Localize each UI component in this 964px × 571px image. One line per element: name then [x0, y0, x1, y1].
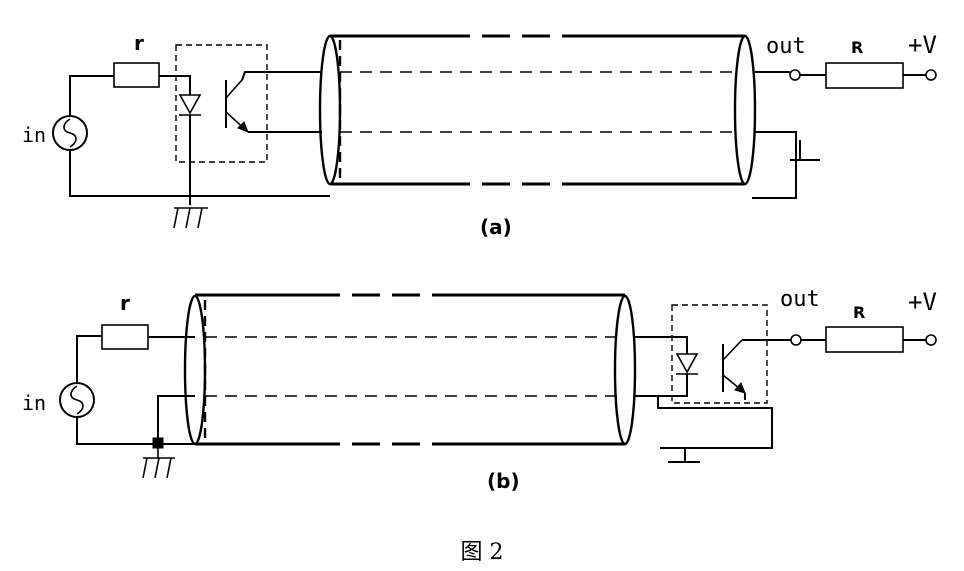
wire-b-led-cable [635, 374, 688, 397]
ac-wave-a [63, 118, 77, 148]
terminal-v-b [925, 334, 937, 346]
led-a [178, 94, 202, 115]
cable-b-left-end [183, 294, 207, 446]
terminal-out-a [789, 69, 801, 81]
diagram-a [52, 34, 937, 229]
optocoupler-box-b [671, 304, 768, 404]
resistor-R-b [825, 326, 904, 353]
phototransistor-emitter-arrow-a [237, 121, 249, 133]
label-out-a: out [766, 34, 806, 59]
wire-b-src-bottom [76, 417, 195, 445]
cable-b-right-end [613, 294, 637, 446]
phototransistor-collector-a [225, 79, 243, 99]
label-r-a: r [134, 31, 144, 55]
wire-a-out-gnd [752, 131, 797, 199]
ground-symbol-a [173, 207, 208, 229]
led-b [675, 353, 699, 374]
caption-b: (b) [487, 469, 520, 493]
terminal-out-b [790, 334, 802, 346]
ground-junction-b [152, 437, 164, 449]
ac-wave-b [70, 385, 84, 415]
ground-symbol-b [142, 448, 175, 479]
label-R-a: R [851, 38, 863, 57]
resistor-R-a [825, 62, 904, 89]
label-in-a: in [22, 123, 46, 147]
wire-a-src-bottom [69, 150, 330, 197]
label-R-b: R [853, 303, 865, 322]
wire-b-gnd-cable [157, 395, 195, 444]
cable-a-left-end [318, 34, 342, 186]
terminal-v-a [925, 69, 937, 81]
cable-a-right-end [733, 34, 757, 186]
optocoupler-box-a [175, 44, 268, 163]
label-r-b: r [120, 291, 130, 315]
label-v-b: +V [908, 288, 937, 316]
wire-a-r-led [159, 75, 191, 95]
figure-caption: 图 2 [461, 540, 504, 565]
phototransistor-collector-b [722, 339, 743, 361]
label-out-b: out [780, 287, 820, 312]
label-v-a: +V [908, 31, 937, 59]
phototransistor-emitter-arrow-b [734, 382, 746, 394]
caption-a: (a) [480, 215, 512, 239]
label-in-b: in [22, 391, 46, 415]
resistor-r-a [113, 62, 160, 88]
wire-b-led-shield [657, 396, 773, 449]
diagram-b [59, 293, 937, 479]
phototransistor-collector-wire-a [241, 71, 322, 81]
resistor-r-b [101, 324, 149, 350]
wire-b-src-top [76, 335, 102, 383]
wire-b-cable-led [635, 336, 688, 354]
wire-a-src-top [69, 75, 114, 116]
